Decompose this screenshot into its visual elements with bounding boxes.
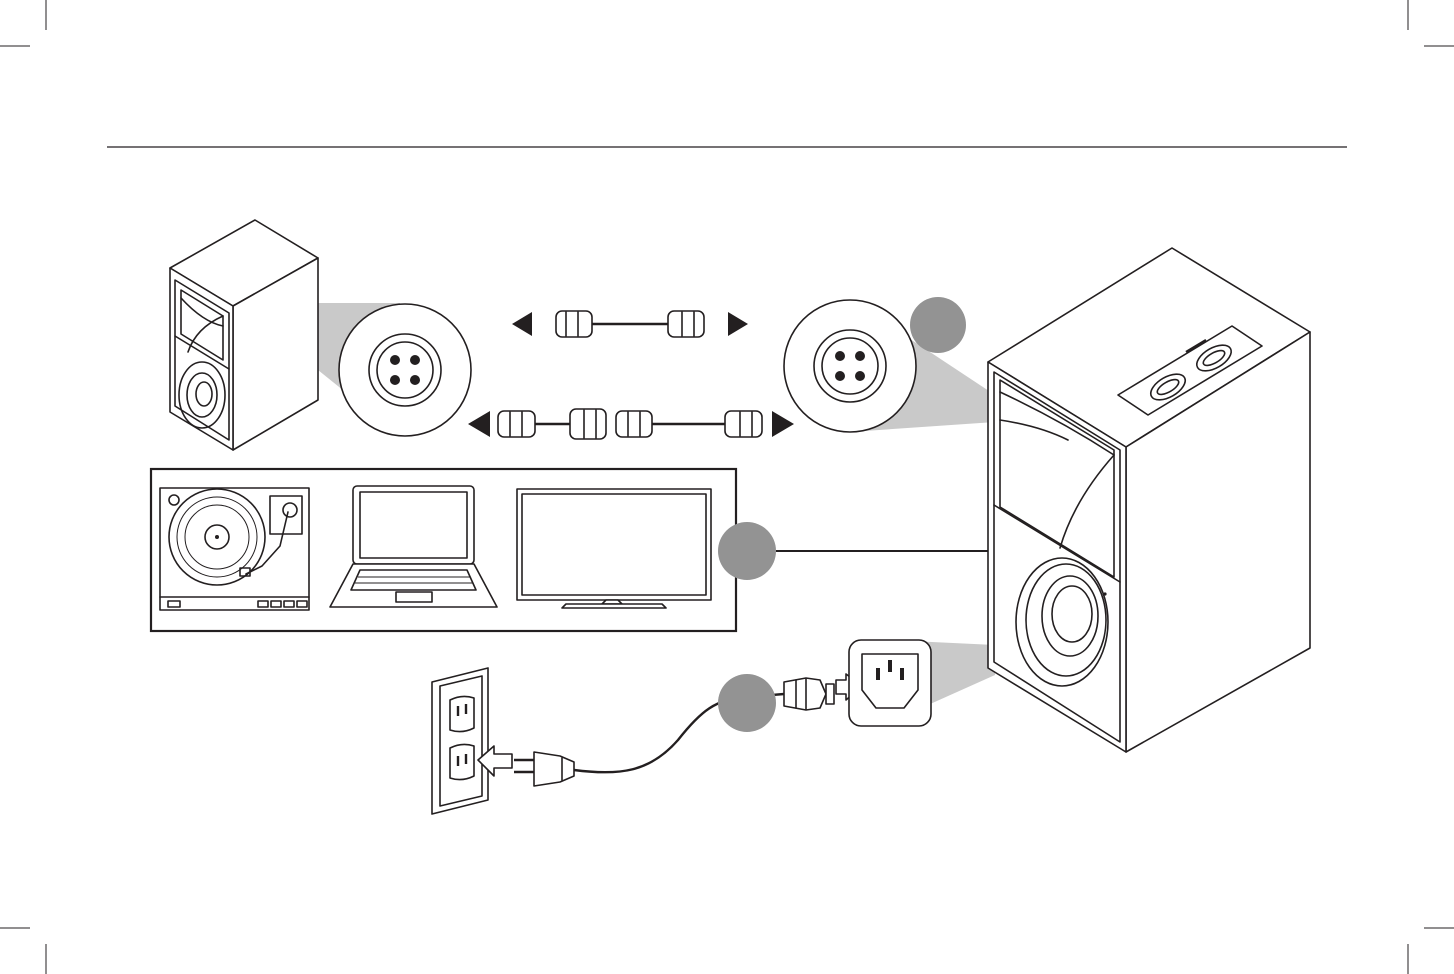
step-badge-2 — [718, 522, 776, 580]
laptop-icon — [330, 486, 497, 607]
four-pin-connector-icon — [339, 304, 471, 436]
passive-speaker-icon — [170, 220, 318, 450]
power-cord-icon — [514, 678, 834, 786]
active-four-pin-connector-icon — [784, 300, 916, 432]
active-speaker-icon — [988, 248, 1310, 752]
wall-outlet-icon — [432, 668, 488, 814]
iec-inlet-icon — [849, 640, 931, 726]
turntable-icon — [160, 488, 309, 610]
tv-icon — [517, 489, 711, 608]
step-badge-1 — [910, 297, 966, 353]
extension-cable-icon — [468, 409, 794, 439]
speaker-cable-icon — [512, 311, 748, 337]
step-badge-3 — [718, 674, 776, 732]
